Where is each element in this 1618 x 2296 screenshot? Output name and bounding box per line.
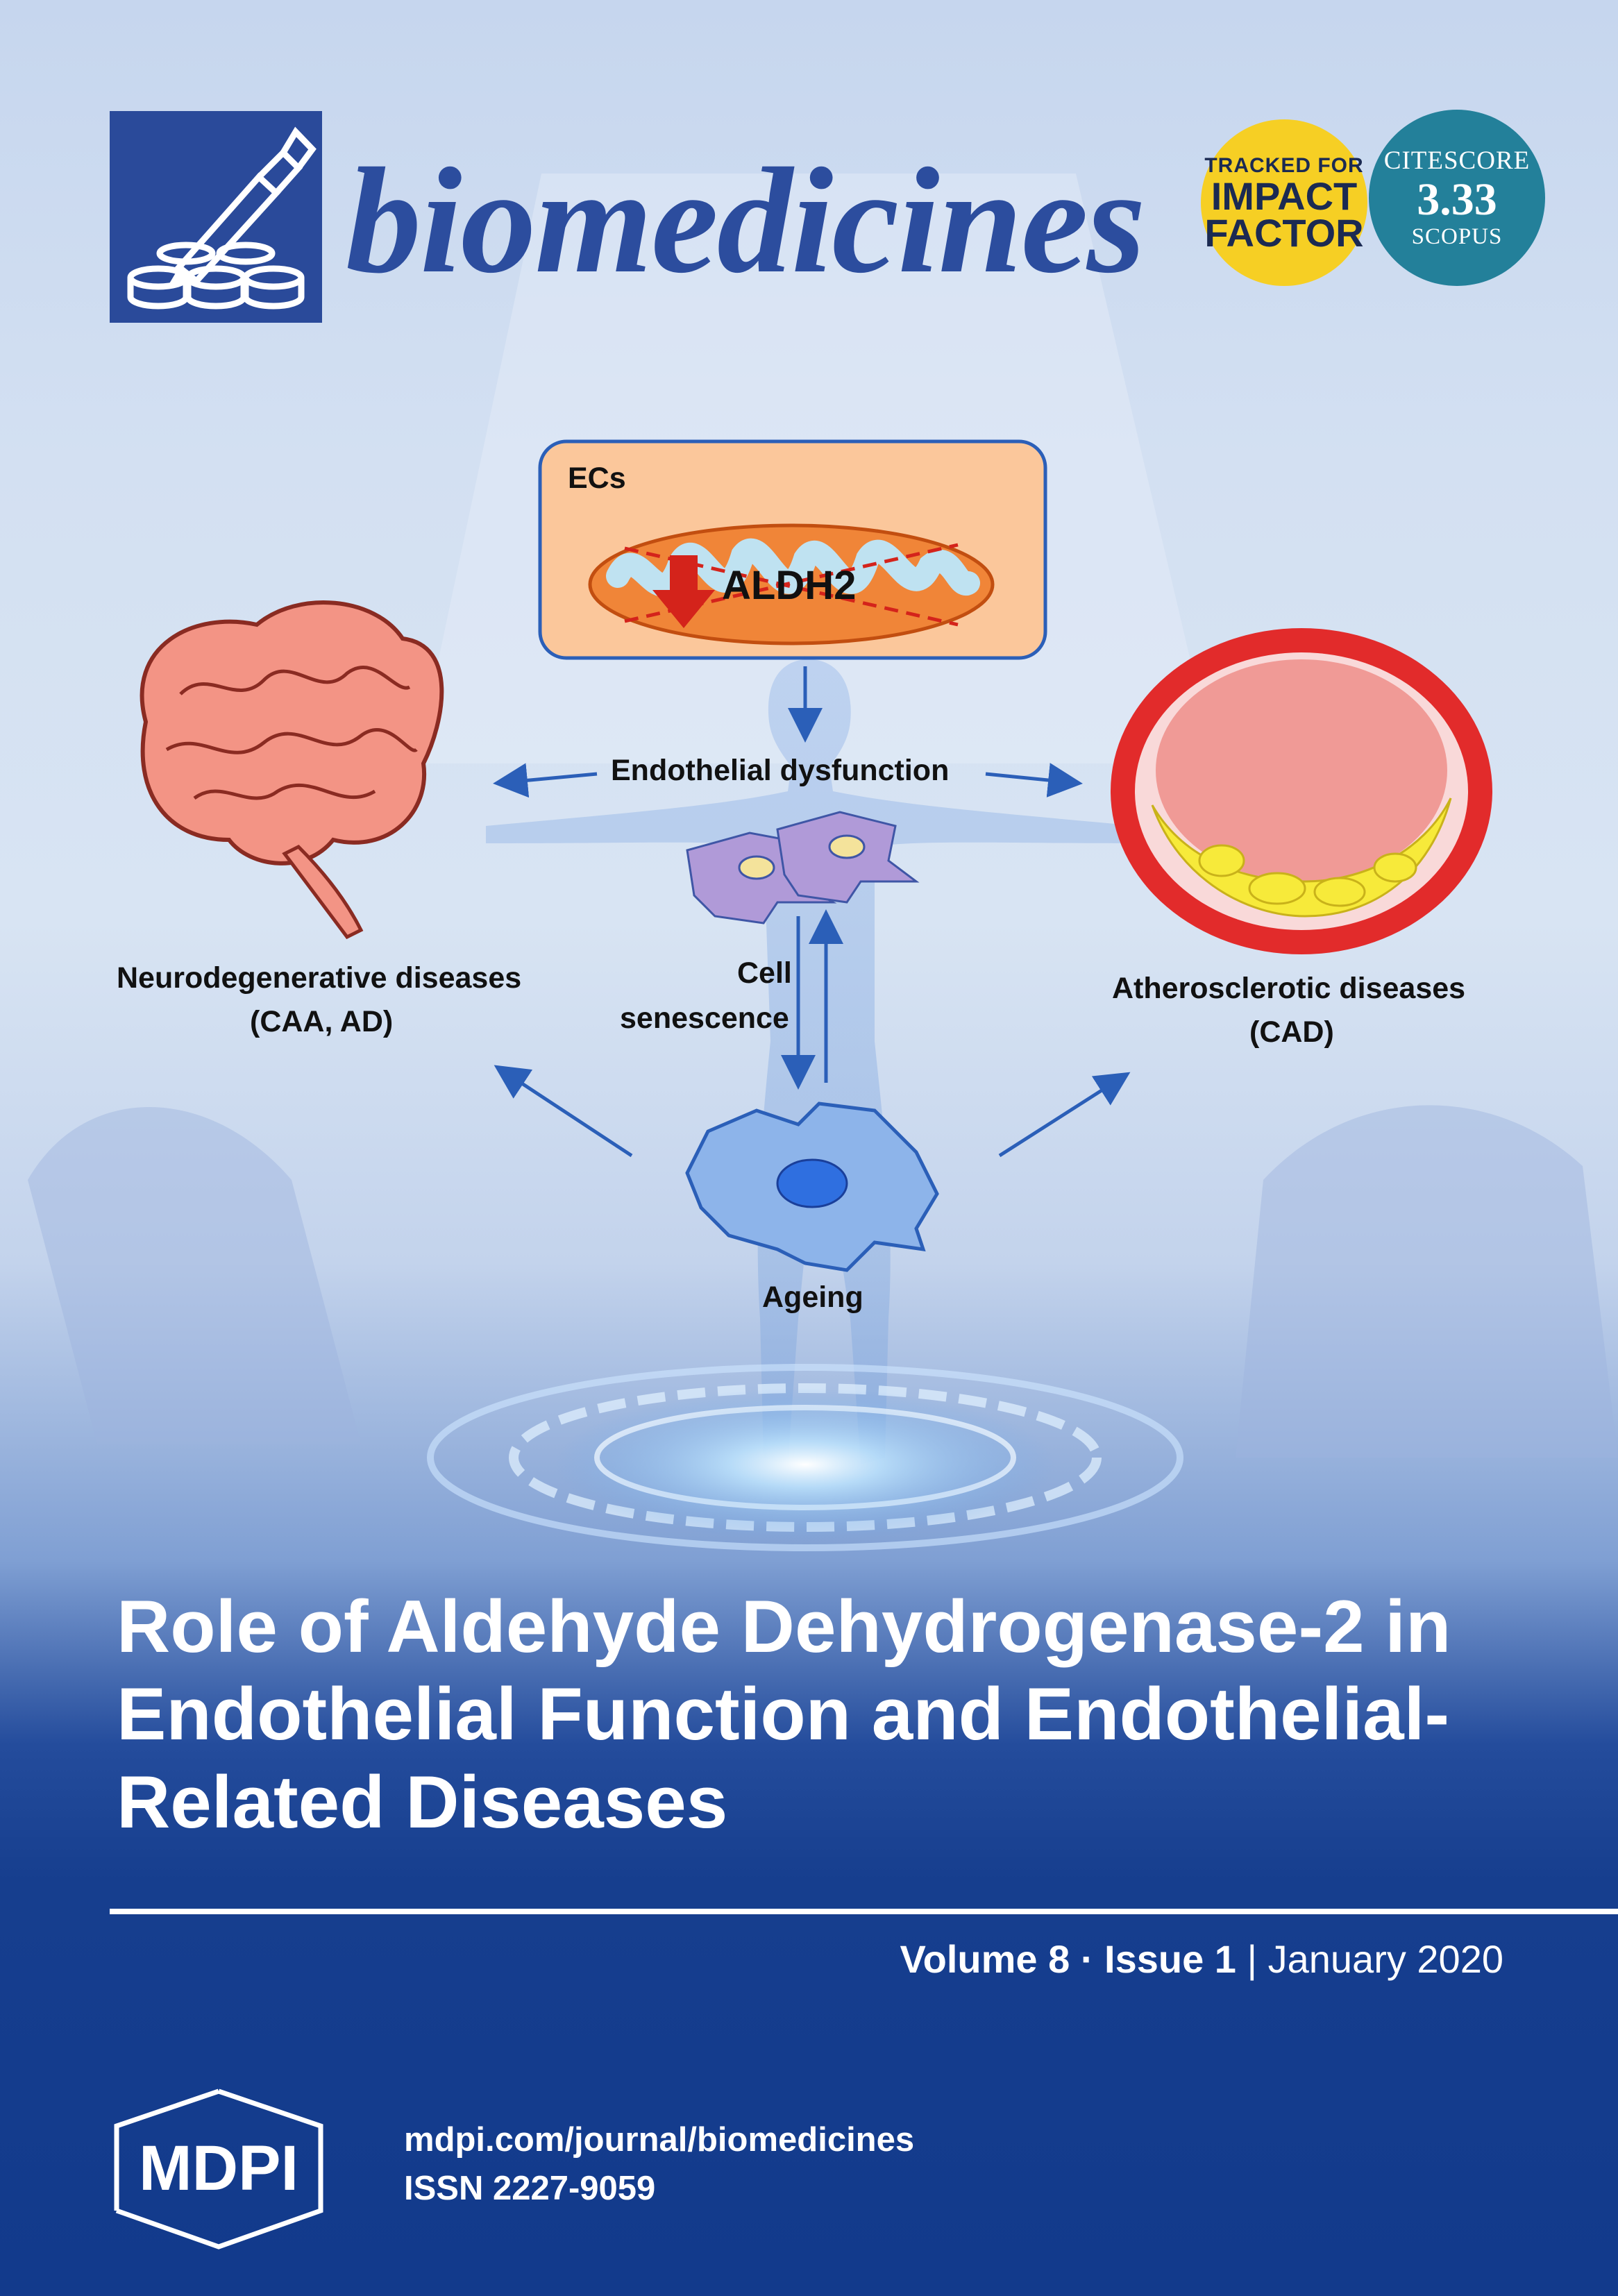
journal-url[interactable]: mdpi.com/journal/biomedicines [404, 2121, 915, 2159]
impact-factor-badge[interactable]: TRACKED FOR IMPACT FACTOR [1201, 119, 1367, 286]
arrow-to-artery [985, 763, 1083, 797]
arrow-ageing-to-neuro [494, 1065, 633, 1158]
article-title: Role of Aldehyde Dehydrogenase-2 in Endo… [117, 1582, 1574, 1846]
journal-logo [110, 111, 322, 323]
ageing-cell [685, 1101, 939, 1272]
pipette-icon [127, 126, 317, 310]
cell-senescence-line2: senescence [620, 1002, 789, 1035]
journal-issn: ISSN 2227-9059 [404, 2170, 656, 2207]
ecs-label: ECs [568, 462, 626, 495]
athero-label-line1: Atherosclerotic diseases [1112, 972, 1466, 1005]
journal-title: biomedicines [346, 137, 1146, 305]
impact-badge-line2: IMPACT [1211, 174, 1358, 218]
citescore-label: CITESCORE [1383, 146, 1531, 176]
title-line: Role of Aldehyde Dehydrogenase-2 in [117, 1585, 1451, 1668]
issue-divider: | [1236, 1937, 1268, 1981]
down-arrow-icon [652, 555, 715, 628]
issue-date: January 2020 [1267, 1937, 1503, 1981]
citescore-source: SCOPUS [1411, 223, 1503, 249]
issue-label: Issue 1 [1104, 1937, 1236, 1981]
graphical-abstract [140, 439, 1492, 1272]
endothelial-cells [686, 811, 920, 925]
neuro-label-line1: Neurodegenerative diseases [117, 961, 522, 995]
impact-badge-line1: TRACKED FOR [1204, 153, 1364, 177]
mdpi-logo[interactable]: MDPI [104, 2086, 333, 2252]
impact-badge-line3: FACTOR [1204, 211, 1364, 255]
title-line: Endothelial Function and Endothelial- [117, 1672, 1449, 1756]
citescore-value: 3.33 [1417, 174, 1497, 226]
issue-info: Volume 8 · Issue 1 | January 2020 [858, 1936, 1503, 1982]
endothelial-dysfunction-label: Endothelial dysfunction [611, 754, 950, 787]
volume-label: Volume 8 [900, 1937, 1070, 1981]
neuro-label-line2: (CAA, AD) [250, 1005, 394, 1038]
title-line: Related Diseases [117, 1759, 728, 1843]
athero-label-line2: (CAD) [1249, 1015, 1334, 1049]
aldh2-label: ALDH2 [722, 563, 857, 608]
cell-senescence-line1: Cell [737, 956, 792, 990]
arrow-to-brain [493, 763, 598, 798]
issue-separator: · [1070, 1937, 1105, 1981]
mdpi-wordmark: MDPI [139, 2133, 298, 2204]
artery-illustration [1111, 628, 1492, 954]
divider-rule [110, 1909, 1618, 1914]
ageing-label: Ageing [762, 1281, 863, 1314]
brain-illustration [140, 600, 444, 940]
arrow-ageing-to-athero [998, 1072, 1131, 1158]
citescore-badge[interactable]: CITESCORE 3.33 SCOPUS [1369, 110, 1545, 286]
